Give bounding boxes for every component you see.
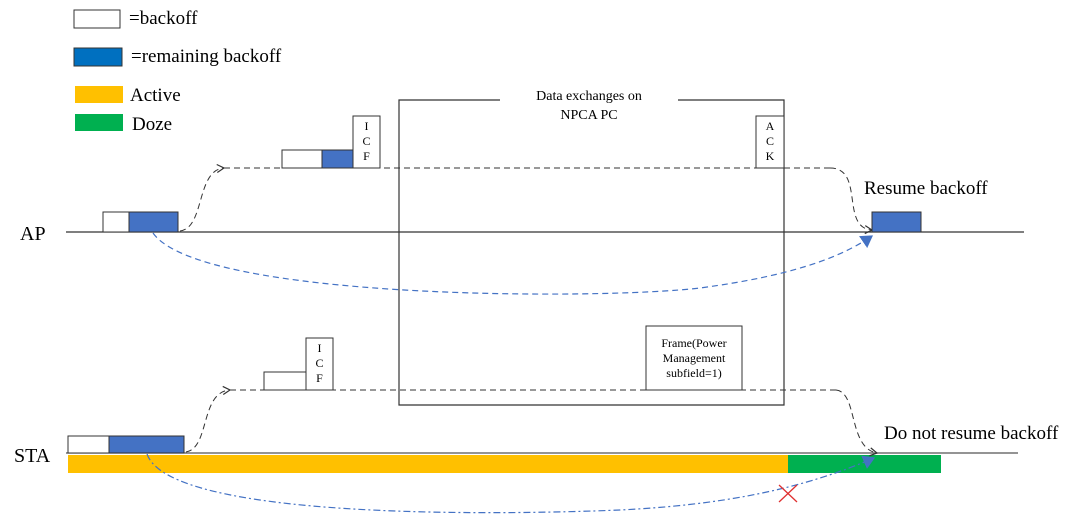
sta-doze-bar — [788, 455, 941, 473]
ap-label: AP — [20, 223, 46, 245]
ap-return-arrow — [829, 167, 874, 235]
ap-ack-frame — [755, 115, 785, 169]
ap-ack-letter: K — [766, 149, 775, 163]
ap-switch-arrow — [179, 163, 226, 232]
sta-switch-arrow — [185, 385, 232, 453]
sta-pm-frame — [645, 325, 743, 391]
ap-icf-frame — [352, 115, 381, 169]
ap-resume-text: Resume backoff — [864, 178, 988, 199]
cross-icon — [778, 484, 798, 503]
sta-icf-letter: I — [318, 341, 322, 355]
ap-icf-letter: I — [365, 119, 369, 133]
ap-ack-letter: A — [766, 119, 775, 133]
sta-pm-frame-text: subfield=1) — [666, 366, 721, 380]
sta-icf-letter: F — [316, 371, 323, 385]
ap-npca-remaining-backoff — [321, 149, 354, 169]
sta-icf-letter: C — [315, 356, 323, 370]
ap-carry-over-arrow — [152, 232, 873, 295]
npca-title-line1: Data exchanges on — [536, 89, 642, 104]
ap-icf-letter: C — [362, 134, 370, 148]
npca-box — [398, 99, 785, 406]
sta-backoff — [67, 435, 110, 454]
sta-timeline: STA I C F Frame(Power Management subfiel… — [14, 325, 1059, 514]
legend-remaining-label: =remaining backoff — [131, 46, 282, 67]
legend-active-label: Active — [130, 85, 181, 106]
sta-label: STA — [14, 445, 51, 467]
sta-carry-over-arrow — [146, 453, 876, 514]
legend-backoff-label: =backoff — [129, 8, 198, 29]
ap-npca-backoff — [281, 149, 323, 169]
ap-remaining-backoff — [128, 211, 179, 233]
legend: =backoff =remaining backoff Active Doze — [73, 8, 282, 135]
legend-backoff-swatch — [73, 9, 121, 29]
ap-ack-letter: C — [766, 134, 774, 148]
ap-icf-letter: F — [363, 149, 370, 163]
legend-doze-swatch — [75, 114, 123, 131]
npca-title-line2: NPCA PC — [560, 108, 617, 123]
ap-backoff — [102, 211, 130, 233]
sta-no-resume-text: Do not resume backoff — [884, 423, 1059, 444]
sta-pm-frame-text: Management — [663, 351, 726, 365]
sta-active-bar — [68, 455, 788, 473]
legend-active-swatch — [75, 86, 123, 103]
ap-resumed-backoff — [871, 211, 922, 233]
sta-npca-backoff — [263, 371, 307, 391]
sta-pm-frame-text: Frame(Power — [661, 336, 726, 350]
sta-remaining-backoff — [108, 435, 185, 454]
legend-doze-label: Doze — [132, 114, 172, 135]
sta-icf-frame — [305, 337, 334, 391]
sta-return-arrow — [835, 389, 879, 457]
legend-remaining-swatch — [73, 47, 123, 67]
ap-timeline: AP I C F A C K Resume backoff — [20, 115, 1024, 295]
